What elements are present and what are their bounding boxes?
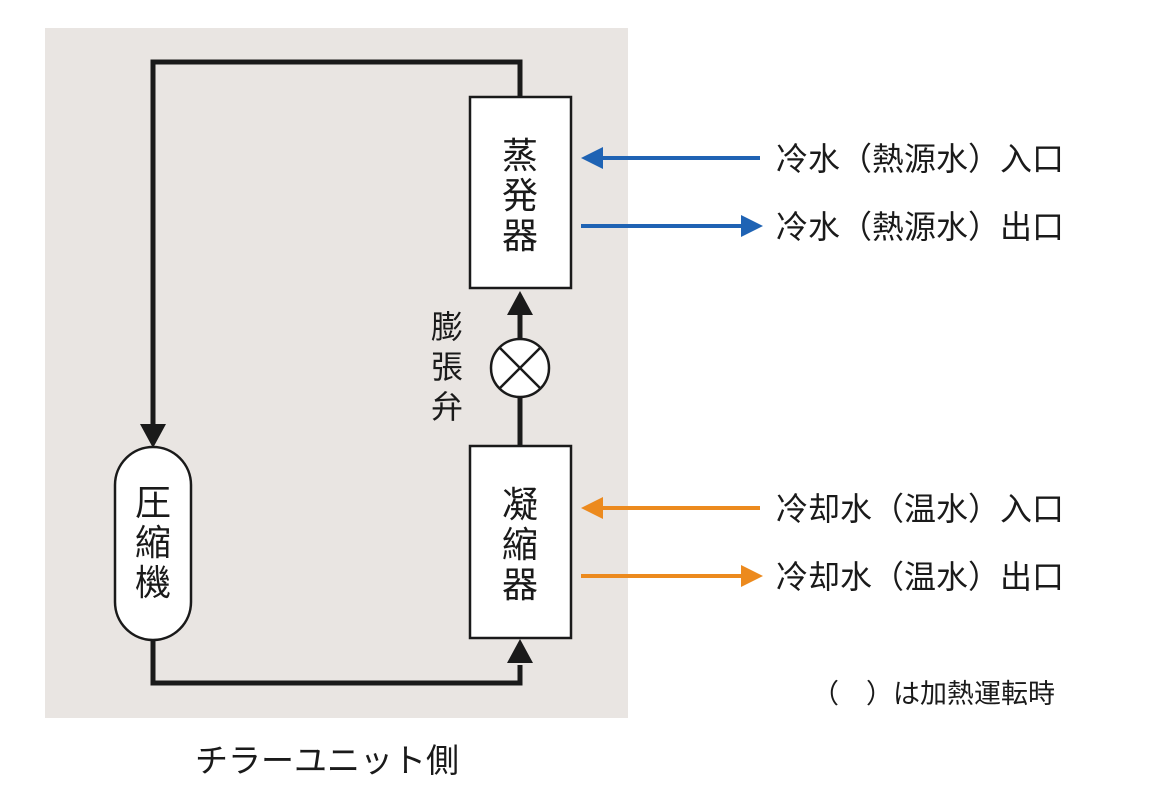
condenser-label: 凝 縮 器 — [502, 485, 538, 606]
cold-water-inlet-label: 冷水（熱源水）入口 — [776, 140, 1064, 178]
compressor-char: 機 — [135, 563, 171, 604]
expansion-valve-icon — [489, 337, 551, 399]
condenser-char: 縮 — [502, 525, 538, 566]
expansion-valve-char: 張 — [431, 348, 463, 386]
cooling-water-outlet-arrow — [581, 565, 763, 587]
chiller-unit-label: チラーユニット側 — [195, 741, 459, 780]
evaporator-char: 蒸 — [502, 136, 538, 177]
cooling-water-outlet-label: 冷却水（温水）出口 — [776, 558, 1064, 596]
cooling-water-inlet-arrow — [581, 497, 760, 519]
compressor-char: 縮 — [135, 523, 171, 564]
suction-line — [150, 59, 523, 430]
condenser-char: 器 — [502, 565, 538, 606]
evaporator-label: 蒸 発 器 — [502, 136, 538, 257]
discharge-line — [150, 640, 523, 686]
cold-water-inlet-arrow — [581, 147, 760, 169]
cold-water-outlet-arrow — [581, 215, 763, 237]
evaporator-char: 発 — [502, 176, 538, 217]
heating-mode-note: （ ）は加熱運転時 — [812, 679, 1055, 710]
expansion-valve-char: 弁 — [431, 388, 463, 426]
arrow-into-compressor — [140, 424, 166, 448]
compressor-char: 圧 — [135, 483, 171, 524]
condenser-char: 凝 — [502, 485, 538, 526]
compressor-body — [113, 445, 193, 642]
evaporator-char: 器 — [502, 216, 538, 257]
arrow-into-condenser — [507, 639, 533, 663]
evaporator-box — [468, 95, 573, 290]
compressor-label: 圧 縮 機 — [135, 483, 171, 604]
arrow-into-evaporator — [507, 291, 533, 315]
expansion-valve-char: 膨 — [431, 308, 463, 346]
cooling-water-inlet-label: 冷却水（温水）入口 — [776, 490, 1064, 528]
cold-water-outlet-label: 冷水（熱源水）出口 — [776, 208, 1064, 246]
expansion-valve-label: 膨 張 弁 — [431, 308, 463, 426]
refrigerant-circuit — [150, 59, 523, 686]
condenser-box — [468, 444, 573, 640]
